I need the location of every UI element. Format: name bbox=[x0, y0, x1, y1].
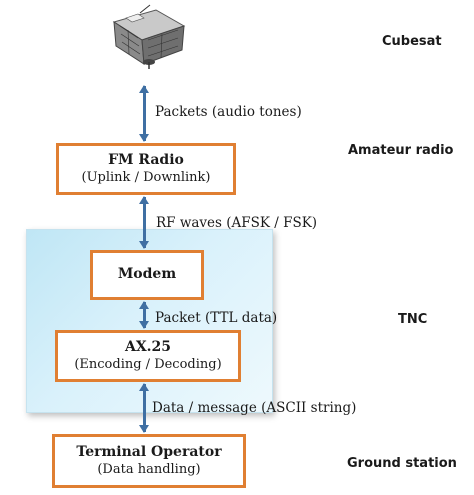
modem-title: Modem bbox=[117, 266, 177, 283]
link-label-fm-modem: RF waves (AFSK / FSK) bbox=[156, 215, 318, 231]
layer-label-tnc: TNC bbox=[398, 312, 428, 327]
link-label-ax25-terminal: Data / message (ASCII string) bbox=[152, 400, 357, 416]
ax25-subtitle: (Encoding / Decoding) bbox=[74, 356, 222, 372]
layer-label-ground-station: Ground station bbox=[347, 456, 457, 471]
ax25-title: AX.25 bbox=[124, 339, 172, 356]
terminal-operator-box: Terminal Operator (Data handling) bbox=[52, 434, 246, 488]
ax25-box: AX.25 (Encoding / Decoding) bbox=[55, 330, 241, 382]
modem-box: Modem bbox=[90, 250, 204, 300]
arrow-modem-ax25 bbox=[139, 301, 149, 329]
link-label-cubesat-fm: Packets (audio tones) bbox=[155, 104, 302, 120]
layer-label-amateur-radio: Amateur radio bbox=[348, 143, 454, 158]
arrow-cubesat-fm bbox=[139, 85, 149, 142]
fm-radio-title: FM Radio bbox=[108, 152, 184, 169]
terminal-title: Terminal Operator bbox=[76, 444, 222, 461]
link-label-modem-ax25: Packet (TTL data) bbox=[155, 310, 278, 326]
cubesat-icon bbox=[112, 4, 186, 69]
fm-radio-subtitle: (Uplink / Downlink) bbox=[81, 169, 211, 185]
layer-label-cubesat: Cubesat bbox=[382, 34, 442, 49]
terminal-subtitle: (Data handling) bbox=[97, 461, 201, 477]
arrow-fm-modem bbox=[139, 196, 149, 249]
arrow-ax25-terminal bbox=[139, 383, 149, 433]
fm-radio-box: FM Radio (Uplink / Downlink) bbox=[56, 143, 236, 195]
